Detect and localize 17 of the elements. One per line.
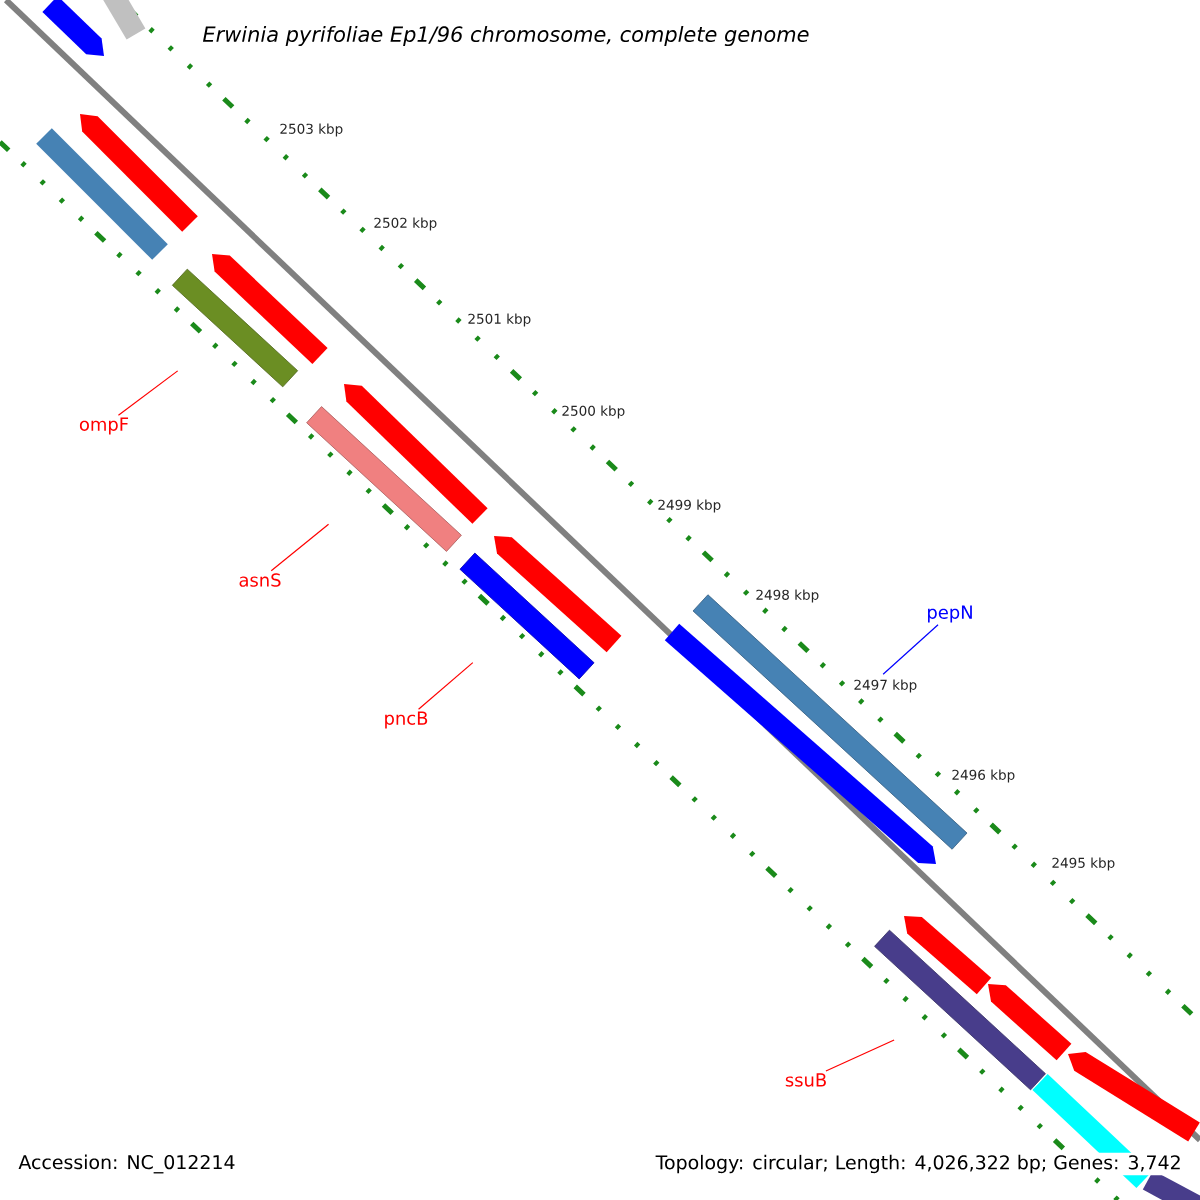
leader-line bbox=[882, 624, 939, 675]
gene-label: pepN bbox=[928, 605, 972, 623]
gene-bar bbox=[874, 929, 1046, 1091]
leader-line bbox=[270, 523, 330, 572]
leader-line bbox=[417, 662, 474, 710]
gene-label: ssuB bbox=[785, 1073, 826, 1087]
leader-line bbox=[117, 370, 179, 416]
summary-text: Topology: circular; Length: 4,026,322 bp; Genes: 3,742 bbox=[653, 1152, 1184, 1176]
gene-bar bbox=[171, 268, 299, 388]
gene-label: asnS bbox=[239, 573, 281, 587]
accession-text: Accession: NC_012214 bbox=[18, 1154, 235, 1174]
gene-bar bbox=[459, 552, 595, 680]
title: Erwinia pyrifoliae Ep1/96 chromosome, complete genome bbox=[200, 23, 812, 49]
leader-line bbox=[825, 1039, 895, 1072]
gene-bar bbox=[306, 406, 462, 552]
gene-label: ompF bbox=[79, 417, 129, 435]
gene-label: pncB bbox=[385, 711, 428, 729]
